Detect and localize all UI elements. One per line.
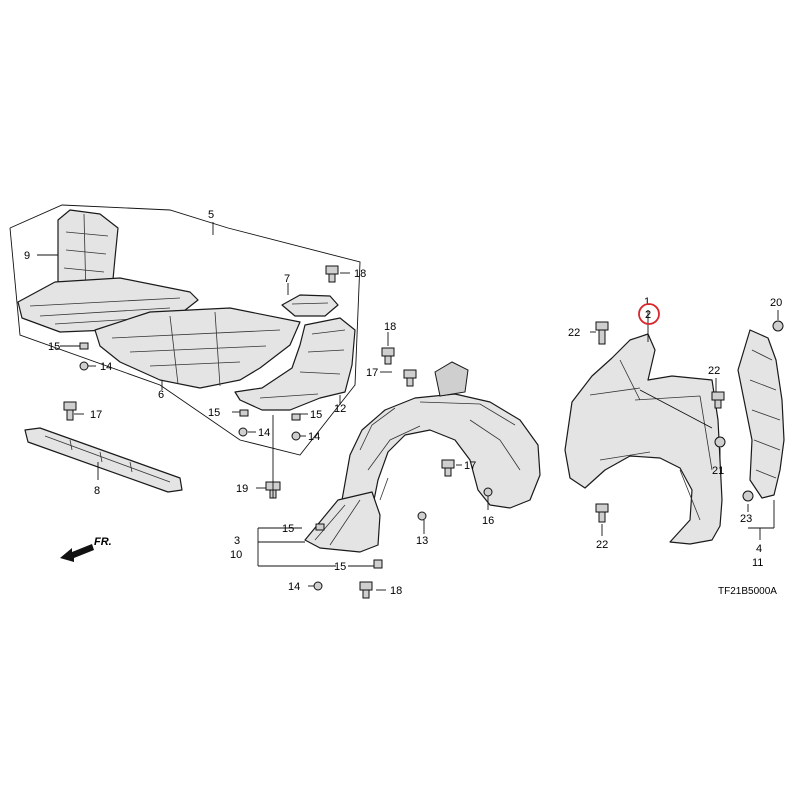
fender-liner-3-10[interactable] — [304, 361, 541, 553]
callout-22: 22 — [568, 327, 580, 339]
screw-14-a[interactable] — [79, 361, 89, 371]
clip-18-bottom[interactable] — [359, 581, 373, 599]
callout-13: 13 — [416, 535, 428, 547]
callout-15: 15 — [334, 561, 346, 573]
highlighted-callout-2[interactable]: 2 — [638, 303, 660, 325]
callout-14: 14 — [100, 361, 112, 373]
bolt-20[interactable] — [772, 320, 784, 332]
clip-15-c[interactable] — [291, 413, 301, 421]
side-splash-shield-12[interactable] — [234, 317, 356, 411]
callout-19: 19 — [236, 483, 248, 495]
bolt-22-right[interactable] — [711, 391, 725, 409]
callout-14: 14 — [258, 427, 270, 439]
screw-16[interactable] — [483, 487, 493, 497]
callout-7: 7 — [284, 273, 290, 285]
callout-10: 10 — [230, 549, 242, 561]
clip-17-c[interactable] — [441, 459, 455, 477]
callout-20: 20 — [770, 297, 782, 309]
callout-18: 18 — [354, 268, 366, 280]
callout-11: 11 — [752, 557, 763, 569]
callout-8: 8 — [94, 485, 100, 497]
callout-4: 4 — [756, 543, 762, 555]
leader-lines — [37, 254, 779, 591]
engine-undercover-6[interactable] — [94, 307, 301, 389]
undercover-strip-8[interactable] — [24, 427, 183, 493]
clip-17-b[interactable] — [63, 401, 77, 421]
diagram-code: TF21B5000A — [718, 586, 777, 597]
callout-3: 3 — [234, 535, 240, 547]
clip-15-b[interactable] — [239, 409, 249, 417]
callout-15: 15 — [310, 409, 322, 421]
screw-14-c[interactable] — [291, 431, 301, 441]
callout-18: 18 — [390, 585, 402, 597]
callout-21: 21 — [712, 465, 724, 477]
callout-labels: 5 9 18 7 18 15 14 17 6 12 15 15 17 14 14… — [24, 209, 782, 597]
nut-23[interactable] — [742, 490, 754, 502]
arrow-left-icon — [60, 544, 94, 562]
callout-2: 2 — [645, 309, 651, 321]
callout-9: 9 — [24, 250, 30, 262]
callout-17: 17 — [464, 460, 476, 472]
bolt-22-bottom[interactable] — [595, 503, 609, 523]
callout-18: 18 — [384, 321, 396, 333]
callout-17: 17 — [90, 409, 102, 421]
fender-bracket-4-11[interactable] — [737, 329, 785, 499]
callout-23: 23 — [740, 513, 752, 525]
direction-label: FR. — [94, 536, 112, 548]
callout-12: 12 — [334, 403, 346, 415]
clip-18-top[interactable] — [325, 265, 339, 283]
callout-1: 1 — [644, 296, 650, 308]
callout-16: 16 — [482, 515, 494, 527]
callout-14: 14 — [288, 581, 300, 593]
callout-22: 22 — [708, 365, 720, 377]
bolt-22-top[interactable] — [595, 321, 609, 345]
clip-18-mid[interactable] — [381, 347, 395, 365]
nut-21[interactable] — [714, 436, 726, 448]
screw-13[interactable] — [417, 511, 427, 521]
callout-15: 15 — [282, 523, 294, 535]
clip-15-e[interactable] — [373, 559, 383, 569]
callout-14: 14 — [308, 431, 320, 443]
callout-22: 22 — [596, 539, 608, 551]
screw-14-b[interactable] — [238, 427, 248, 437]
callout-17: 17 — [366, 367, 378, 379]
callout-6: 6 — [158, 389, 164, 401]
clip-17-a[interactable] — [403, 369, 417, 387]
front-direction-arrow: FR. — [60, 536, 112, 562]
callout-15: 15 — [208, 407, 220, 419]
cover-plate-7[interactable] — [281, 294, 339, 317]
screw-14-d[interactable] — [313, 581, 323, 591]
highlight-circle — [638, 303, 660, 325]
callout-15: 15 — [48, 341, 60, 353]
clip-15-a[interactable] — [79, 342, 89, 350]
callout-5: 5 — [208, 209, 214, 221]
clip-15-d[interactable] — [315, 523, 325, 531]
undercover-frame — [9, 204, 361, 456]
front-fender-1-2[interactable] — [564, 333, 723, 545]
